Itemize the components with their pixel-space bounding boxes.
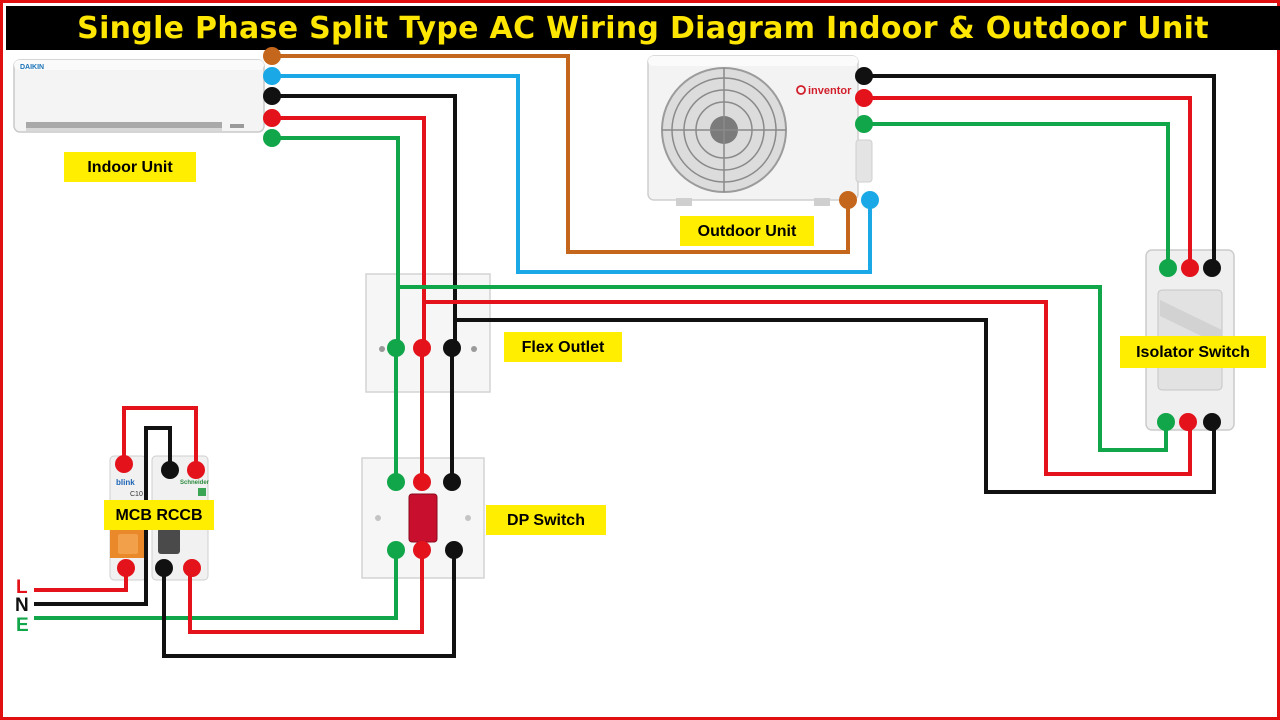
label-dp-switch: DP Switch <box>486 505 606 535</box>
terminal-iso-bottom-neutral <box>1203 413 1221 431</box>
terminal-dp-top-neutral <box>443 473 461 491</box>
label-outdoor-unit: Outdoor Unit <box>680 216 814 246</box>
outdoor-unit: inventor <box>647 55 873 206</box>
wire-rccb-line-out <box>188 550 424 634</box>
terminal-dp-top-earth <box>387 473 405 491</box>
supply-neutral-label: N <box>15 595 29 616</box>
page-title: Single Phase Split Type AC Wiring Diagra… <box>77 10 1209 46</box>
dp-switch-rocker <box>408 493 438 543</box>
terminal-indoor-brown <box>263 47 281 65</box>
terminal-flex-neutral <box>443 339 461 357</box>
wire-outdoor-line <box>864 96 1192 268</box>
terminal-rccb-top-line <box>187 461 205 479</box>
label-indoor-unit: Indoor Unit <box>64 152 196 182</box>
svg-text:Isolator Switch: Isolator Switch <box>1136 344 1250 361</box>
terminal-flex-line <box>413 339 431 357</box>
terminal-iso-bottom-earth <box>1157 413 1175 431</box>
wire-indoor-earth <box>272 136 400 346</box>
flex-outlet-plate <box>365 273 491 393</box>
svg-text:MCB RCCB: MCB RCCB <box>115 507 202 524</box>
terminal-iso-top-neutral <box>1203 259 1221 277</box>
terminal-rccb-bottom-line <box>183 559 201 577</box>
terminal-iso-top-line <box>1181 259 1199 277</box>
terminal-dp-bottom-neutral <box>445 541 463 559</box>
svg-text:Outdoor Unit: Outdoor Unit <box>698 223 797 240</box>
indoor-unit: DAIKIN <box>13 59 265 133</box>
title-bar: Single Phase Split Type AC Wiring Diagra… <box>6 6 1280 50</box>
wire-isolator-earth <box>398 285 1168 452</box>
terminal-iso-top-earth <box>1159 259 1177 277</box>
terminal-outdoor-brown <box>839 191 857 209</box>
terminal-rccb-bottom-neutral <box>155 559 173 577</box>
svg-text:Indoor Unit: Indoor Unit <box>87 159 173 176</box>
terminal-rccb-top-neutral <box>161 461 179 479</box>
svg-text:DP Switch: DP Switch <box>507 512 585 529</box>
wire-rccb-neutral-out <box>162 550 456 658</box>
label-mcb-rccb: MCB RCCB <box>104 500 214 530</box>
mcb-brand: blink <box>116 478 135 487</box>
terminal-dp-bottom-line <box>413 541 431 559</box>
label-isolator-switch: Isolator Switch <box>1120 336 1266 368</box>
terminals <box>115 47 1221 577</box>
terminal-outdoor-earth <box>855 115 873 133</box>
outdoor-brand-logo: inventor <box>808 85 852 97</box>
supply-line-label: L <box>16 577 28 598</box>
terminal-indoor-blue <box>263 67 281 85</box>
wires <box>34 54 1216 658</box>
wire-supply-earth <box>34 550 398 620</box>
terminal-indoor-neutral <box>263 87 281 105</box>
indoor-brand-logo: DAIKIN <box>20 64 44 71</box>
wire-outdoor-neutral <box>864 74 1216 268</box>
terminal-iso-bottom-line <box>1179 413 1197 431</box>
supply-earth-label: E <box>16 615 29 636</box>
svg-text:Flex Outlet: Flex Outlet <box>522 339 605 356</box>
terminal-flex-earth <box>387 339 405 357</box>
rccb-brand: Schneider <box>180 480 210 486</box>
wire-blue <box>272 74 872 274</box>
wire-isolator-neutral <box>455 318 1216 494</box>
terminal-indoor-earth <box>263 129 281 147</box>
wire-brown <box>272 54 850 254</box>
terminal-outdoor-blue <box>861 191 879 209</box>
wire-mcb-to-rccb <box>122 406 198 470</box>
terminal-mcb-top <box>115 455 133 473</box>
terminal-outdoor-line <box>855 89 873 107</box>
terminal-dp-bottom-earth <box>387 541 405 559</box>
brand-icon <box>796 85 806 95</box>
wire-outdoor-earth <box>864 122 1170 268</box>
terminal-mcb-bottom <box>117 559 135 577</box>
label-flex-outlet: Flex Outlet <box>504 332 622 362</box>
terminal-dp-top-line <box>413 473 431 491</box>
wire-isolator-line <box>424 300 1192 476</box>
wire-supply-neutral <box>34 426 172 606</box>
terminal-outdoor-neutral <box>855 67 873 85</box>
mcb-rating: C10 <box>130 491 143 498</box>
terminal-indoor-line <box>263 109 281 127</box>
wire-indoor-neutral <box>272 94 457 346</box>
wire-indoor-line <box>272 116 426 346</box>
